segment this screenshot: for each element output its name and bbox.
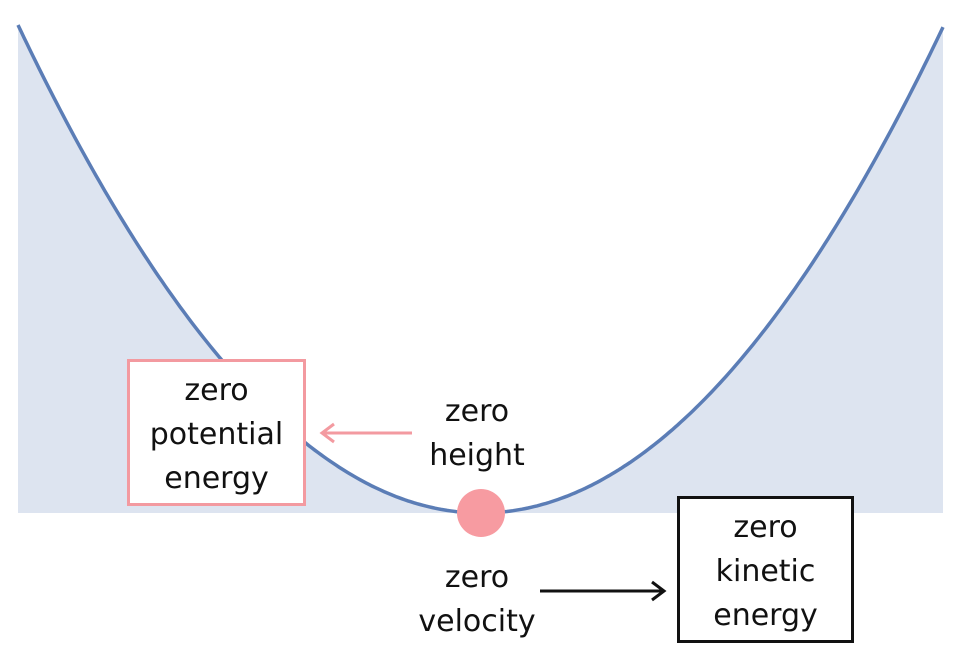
velocity-line-2: velocity (418, 604, 536, 639)
potential-line-2: potential (149, 417, 284, 452)
velocity-line-1: zero (444, 560, 510, 595)
velocity-to-kinetic-arrowhead (651, 580, 667, 602)
kinetic-line-2: kinetic (715, 554, 816, 589)
kinetic-line-3: energy (713, 598, 818, 633)
ball (457, 489, 505, 537)
zero-velocity-label: zero velocity (402, 556, 552, 644)
potential-line-1: zero (184, 373, 249, 408)
height-to-potential-arrowhead (319, 422, 335, 444)
potential-line-3: energy (164, 461, 269, 496)
zero-height-label: zero height (412, 390, 542, 478)
kinetic-energy-box: zero kinetic energy (677, 496, 854, 643)
kinetic-line-1: zero (733, 510, 798, 545)
height-line-1: zero (444, 394, 510, 429)
potential-energy-box: zero potential energy (127, 359, 306, 506)
height-line-2: height (429, 438, 525, 473)
